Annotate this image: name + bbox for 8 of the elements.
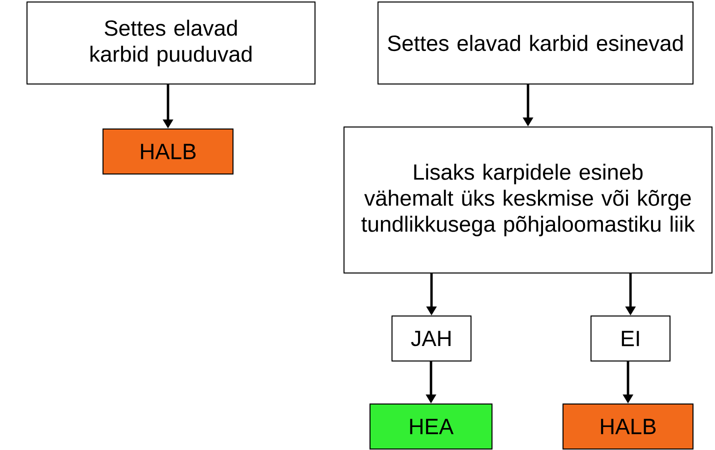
- result-box: HEA: [370, 404, 492, 450]
- answer-box: JAH: [392, 316, 472, 362]
- result-box: HALB: [562, 404, 694, 450]
- result-box: HALB: [102, 128, 234, 174]
- process-box: Settes elavad karbid esinevad: [378, 2, 694, 84]
- answer-box: EI: [590, 316, 670, 362]
- process-box: Settes elavad karbid puuduvad: [26, 2, 316, 84]
- process-box: Lisaks karpidele esineb vähemalt üks keskmise või kõrge tundlikkusega põhjaloomastiku liik: [344, 126, 712, 274]
